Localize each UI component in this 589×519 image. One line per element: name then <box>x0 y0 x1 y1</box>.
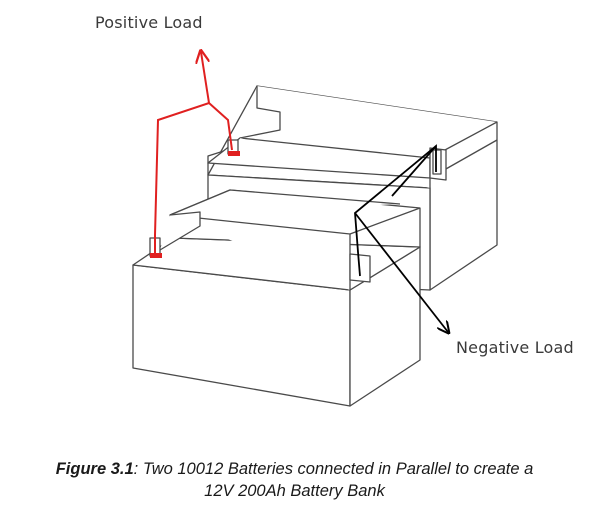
figure-caption: Figure 3.1: Two 10012 Batteries connecte… <box>0 458 589 502</box>
negative-load-label: Negative Load <box>456 338 574 357</box>
positive-load-label: Positive Load <box>95 13 203 32</box>
caption-text-1: : Two 10012 Batteries connected in Paral… <box>133 460 534 478</box>
front-battery <box>132 189 421 407</box>
negative-wire <box>354 144 448 332</box>
battery-diagram <box>132 0 498 407</box>
caption-line-1: Figure 3.1: Two 10012 Batteries connecte… <box>0 458 589 480</box>
caption-line-2: 12V 200Ah Battery Bank <box>204 482 385 500</box>
positive-wire <box>150 52 240 258</box>
caption-figure-number: Figure 3.1 <box>55 460 134 478</box>
